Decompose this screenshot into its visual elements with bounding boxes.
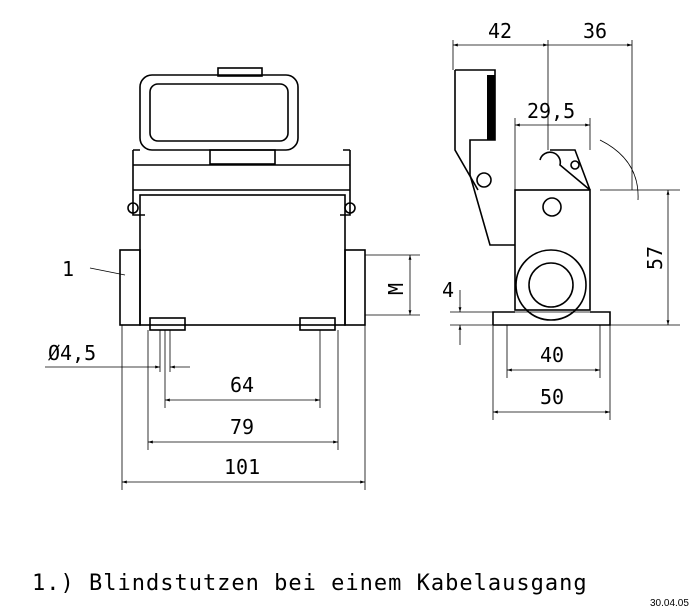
dim-40: 40	[540, 343, 564, 367]
foot-slot-left	[149, 317, 186, 331]
part-label: 1	[62, 257, 74, 281]
open-cover	[455, 69, 515, 246]
foot-slot-right	[299, 317, 336, 331]
caption: 1.) Blindstutzen bei einem Kabelausgang	[32, 571, 588, 596]
dim-79: 79	[230, 415, 254, 439]
cover-seal	[487, 75, 495, 140]
cover-outline	[139, 74, 299, 151]
dim-64: 64	[230, 373, 254, 397]
drawing-date: 30.04.05	[650, 598, 689, 609]
base-flange	[492, 311, 611, 326]
housing-side	[514, 189, 591, 311]
lever-side	[539, 149, 591, 191]
housing-body	[139, 194, 346, 326]
lever-pin	[542, 197, 562, 217]
dim-57: 57	[643, 246, 667, 270]
cable-entry-outer	[515, 249, 587, 321]
side-view: 42 36 29,5 57 4 40 50	[442, 19, 680, 420]
dim-50: 50	[540, 385, 564, 409]
dim-4: 4	[442, 278, 454, 302]
cover-hinge	[476, 172, 492, 188]
dim-thread: M	[384, 283, 408, 295]
flange-right	[344, 249, 366, 326]
flange-left	[119, 249, 141, 326]
front-view: 1 Ø4,5 64 79 101 M	[45, 67, 420, 490]
cover-stem	[209, 149, 276, 165]
cover-inner	[149, 83, 289, 142]
dim-101: 101	[224, 455, 260, 479]
hole-diameter-label: Ø4,5	[48, 341, 96, 365]
part-leader	[89, 267, 126, 276]
lever-pivot-left	[127, 202, 139, 214]
cable-entry-inner	[528, 262, 574, 308]
lever-swing-arc	[599, 139, 639, 201]
cover-tab	[217, 67, 263, 77]
locking-lever	[132, 149, 351, 216]
dim-36: 36	[583, 19, 607, 43]
dim-29-5: 29,5	[527, 99, 575, 123]
dim-42: 42	[488, 19, 512, 43]
